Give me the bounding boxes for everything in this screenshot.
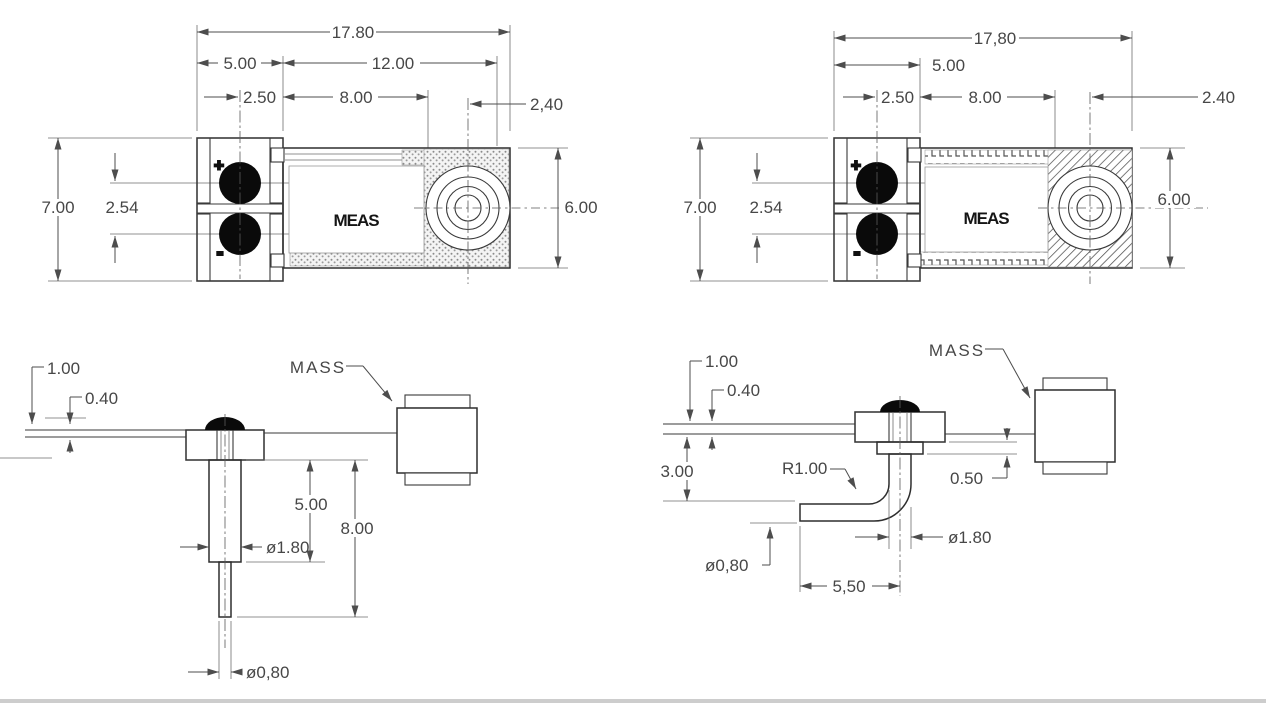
dim-pin-offset: 2.50 <box>243 88 276 107</box>
left-front-view: 17.80 5.00 12.00 2.50 8.00 2,40 7.00 2.5… <box>36 23 603 284</box>
dim-pin-shoulder-dia: ø1.80 <box>266 538 309 557</box>
mass-label: MASS <box>929 341 985 360</box>
dim-rivet-height: 1.00 <box>47 359 80 378</box>
dim-pin-tip-dia: ø0,80 <box>705 556 748 575</box>
bent-pin <box>799 453 912 522</box>
dim-overall-height: 7.00 <box>683 198 716 217</box>
dim-overall-height: 7.00 <box>41 198 74 217</box>
plus-marking: + <box>851 156 861 175</box>
mass-block <box>1034 389 1116 463</box>
minus-marking: - <box>854 243 860 262</box>
dim-overall-width: 17,80 <box>974 29 1017 48</box>
dim-pin-pitch: 2.54 <box>105 198 138 217</box>
page-bottom-edge <box>0 699 1266 703</box>
dim-connector-width: 5.00 <box>932 56 965 75</box>
dim-bend-radius: R1.00 <box>782 459 827 478</box>
dim-mass-to-edge: 2,40 <box>530 95 563 114</box>
dim-vertical-drop: 3.00 <box>660 462 693 481</box>
dim-film-to-mass: 8.00 <box>968 88 1001 107</box>
dim-pin-pitch: 2.54 <box>749 198 782 217</box>
dim-pin-offset: 2.50 <box>881 88 914 107</box>
dim-film-width: 12.00 <box>372 54 415 73</box>
dim-pin-shoulder-dia: ø1.80 <box>948 528 991 547</box>
mass-label: MASS <box>290 358 346 377</box>
dim-pin-tip-dia: ø0,80 <box>246 663 289 682</box>
meas-logo: MEAS <box>963 209 1009 228</box>
dim-leg-length: 5,50 <box>832 577 865 596</box>
mass-block <box>396 407 478 474</box>
dim-overall-width: 17.80 <box>332 23 375 42</box>
dim-film-thickness: 0.40 <box>85 389 118 408</box>
dim-shoulder-protrusion: 0.50 <box>950 469 983 488</box>
dim-pin-shoulder-length: 5.00 <box>294 495 327 514</box>
dim-mass-to-edge: 2.40 <box>1202 88 1235 107</box>
dim-film-thickness: 0.40 <box>727 381 760 400</box>
dim-body-height: 6.00 <box>564 198 597 217</box>
dim-body-height: 6.00 <box>1157 190 1190 209</box>
meas-logo: MEAS <box>333 211 379 230</box>
dim-connector-width: 5.00 <box>223 54 256 73</box>
minus-marking: - <box>217 243 223 262</box>
left-side-view: 5.00 8.00 ø1.80 ø0,80 1.00 0.40 MASS <box>0 358 478 682</box>
right-front-view: 17,80 5.00 2.50 8.00 2.40 7.00 2.54 6.00… <box>678 29 1235 284</box>
right-side-view: 3.00 1.00 0.40 R1.00 0.50 ø1.80 ø0,80 5,… <box>656 341 1116 596</box>
logo-label <box>288 165 425 254</box>
plus-marking: + <box>214 156 224 175</box>
dim-film-to-mass: 8.00 <box>339 88 372 107</box>
dim-pin-length: 8.00 <box>340 519 373 538</box>
dim-rivet-height: 1.00 <box>705 352 738 371</box>
